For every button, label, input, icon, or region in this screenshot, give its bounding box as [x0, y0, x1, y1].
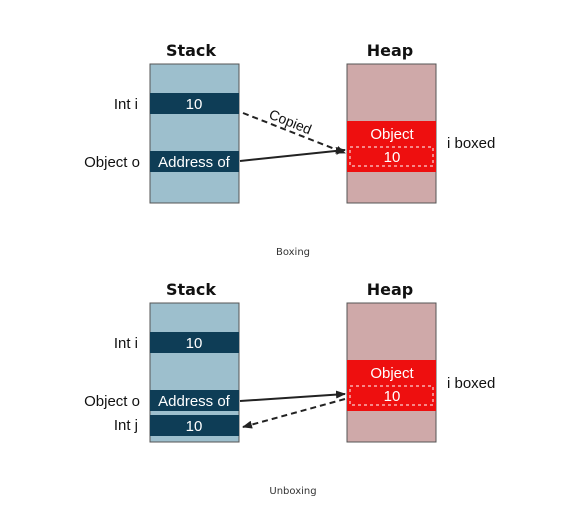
unboxing-object-o-label: Object o: [84, 393, 140, 410]
unboxing-heap-value-box: [349, 385, 434, 406]
unboxing-object-o-value: Address of: [158, 393, 231, 410]
boxing-heap-title: Heap: [367, 41, 414, 60]
unboxing-copied-back-arrow: [242, 398, 346, 429]
boxing-address-arrow: [239, 146, 346, 162]
unboxing-caption: Unboxing: [269, 486, 316, 497]
boxing-object-o-label: Object o: [84, 154, 140, 171]
unboxing-heap-object: [347, 360, 436, 411]
boxing-heap-value-box: [349, 146, 434, 167]
unboxing-int-j-value: 10: [186, 418, 203, 435]
unboxing-object-o-cell: [150, 390, 239, 411]
boxing-copied-label: Copied: [267, 106, 314, 137]
boxing-object-o-cell: [150, 151, 239, 172]
boxing-int-i-value: 10: [186, 96, 203, 113]
unboxing-diagram: Stack Heap 10 Address of 10 Int i Object…: [84, 280, 495, 497]
unboxing-stack-title: Stack: [166, 280, 216, 299]
boxing-i-boxed-label: i boxed: [447, 135, 495, 152]
boxing-heap-object-value: 10: [384, 149, 401, 166]
unboxing-heap-title: Heap: [367, 280, 414, 299]
boxing-heap-object: [347, 121, 436, 172]
unboxing-int-i-value: 10: [186, 335, 203, 352]
boxing-object-o-value: Address of: [158, 154, 231, 171]
boxing-int-i-label: Int i: [114, 96, 138, 113]
unboxing-heap-object-value: 10: [384, 388, 401, 405]
unboxing-int-i-label: Int i: [114, 335, 138, 352]
unboxing-int-j-cell: [150, 415, 239, 436]
boxing-int-i-cell: [150, 93, 239, 114]
boxing-stack-column: [149, 63, 240, 204]
unboxing-int-j-label: Int j: [114, 417, 138, 434]
unboxing-int-i-cell: [150, 332, 239, 353]
unboxing-i-boxed-label: i boxed: [447, 375, 495, 392]
boxing-caption: Boxing: [276, 247, 310, 258]
boxing-stack-title: Stack: [166, 41, 216, 60]
boxing-heap-object-label: Object: [370, 126, 414, 143]
boxing-diagram: Stack Heap 10 Address of Int i Object o …: [84, 41, 495, 258]
boxing-copied-arrow: [242, 112, 346, 154]
unboxing-heap-object-label: Object: [370, 365, 414, 382]
unboxing-address-arrow: [239, 390, 346, 402]
